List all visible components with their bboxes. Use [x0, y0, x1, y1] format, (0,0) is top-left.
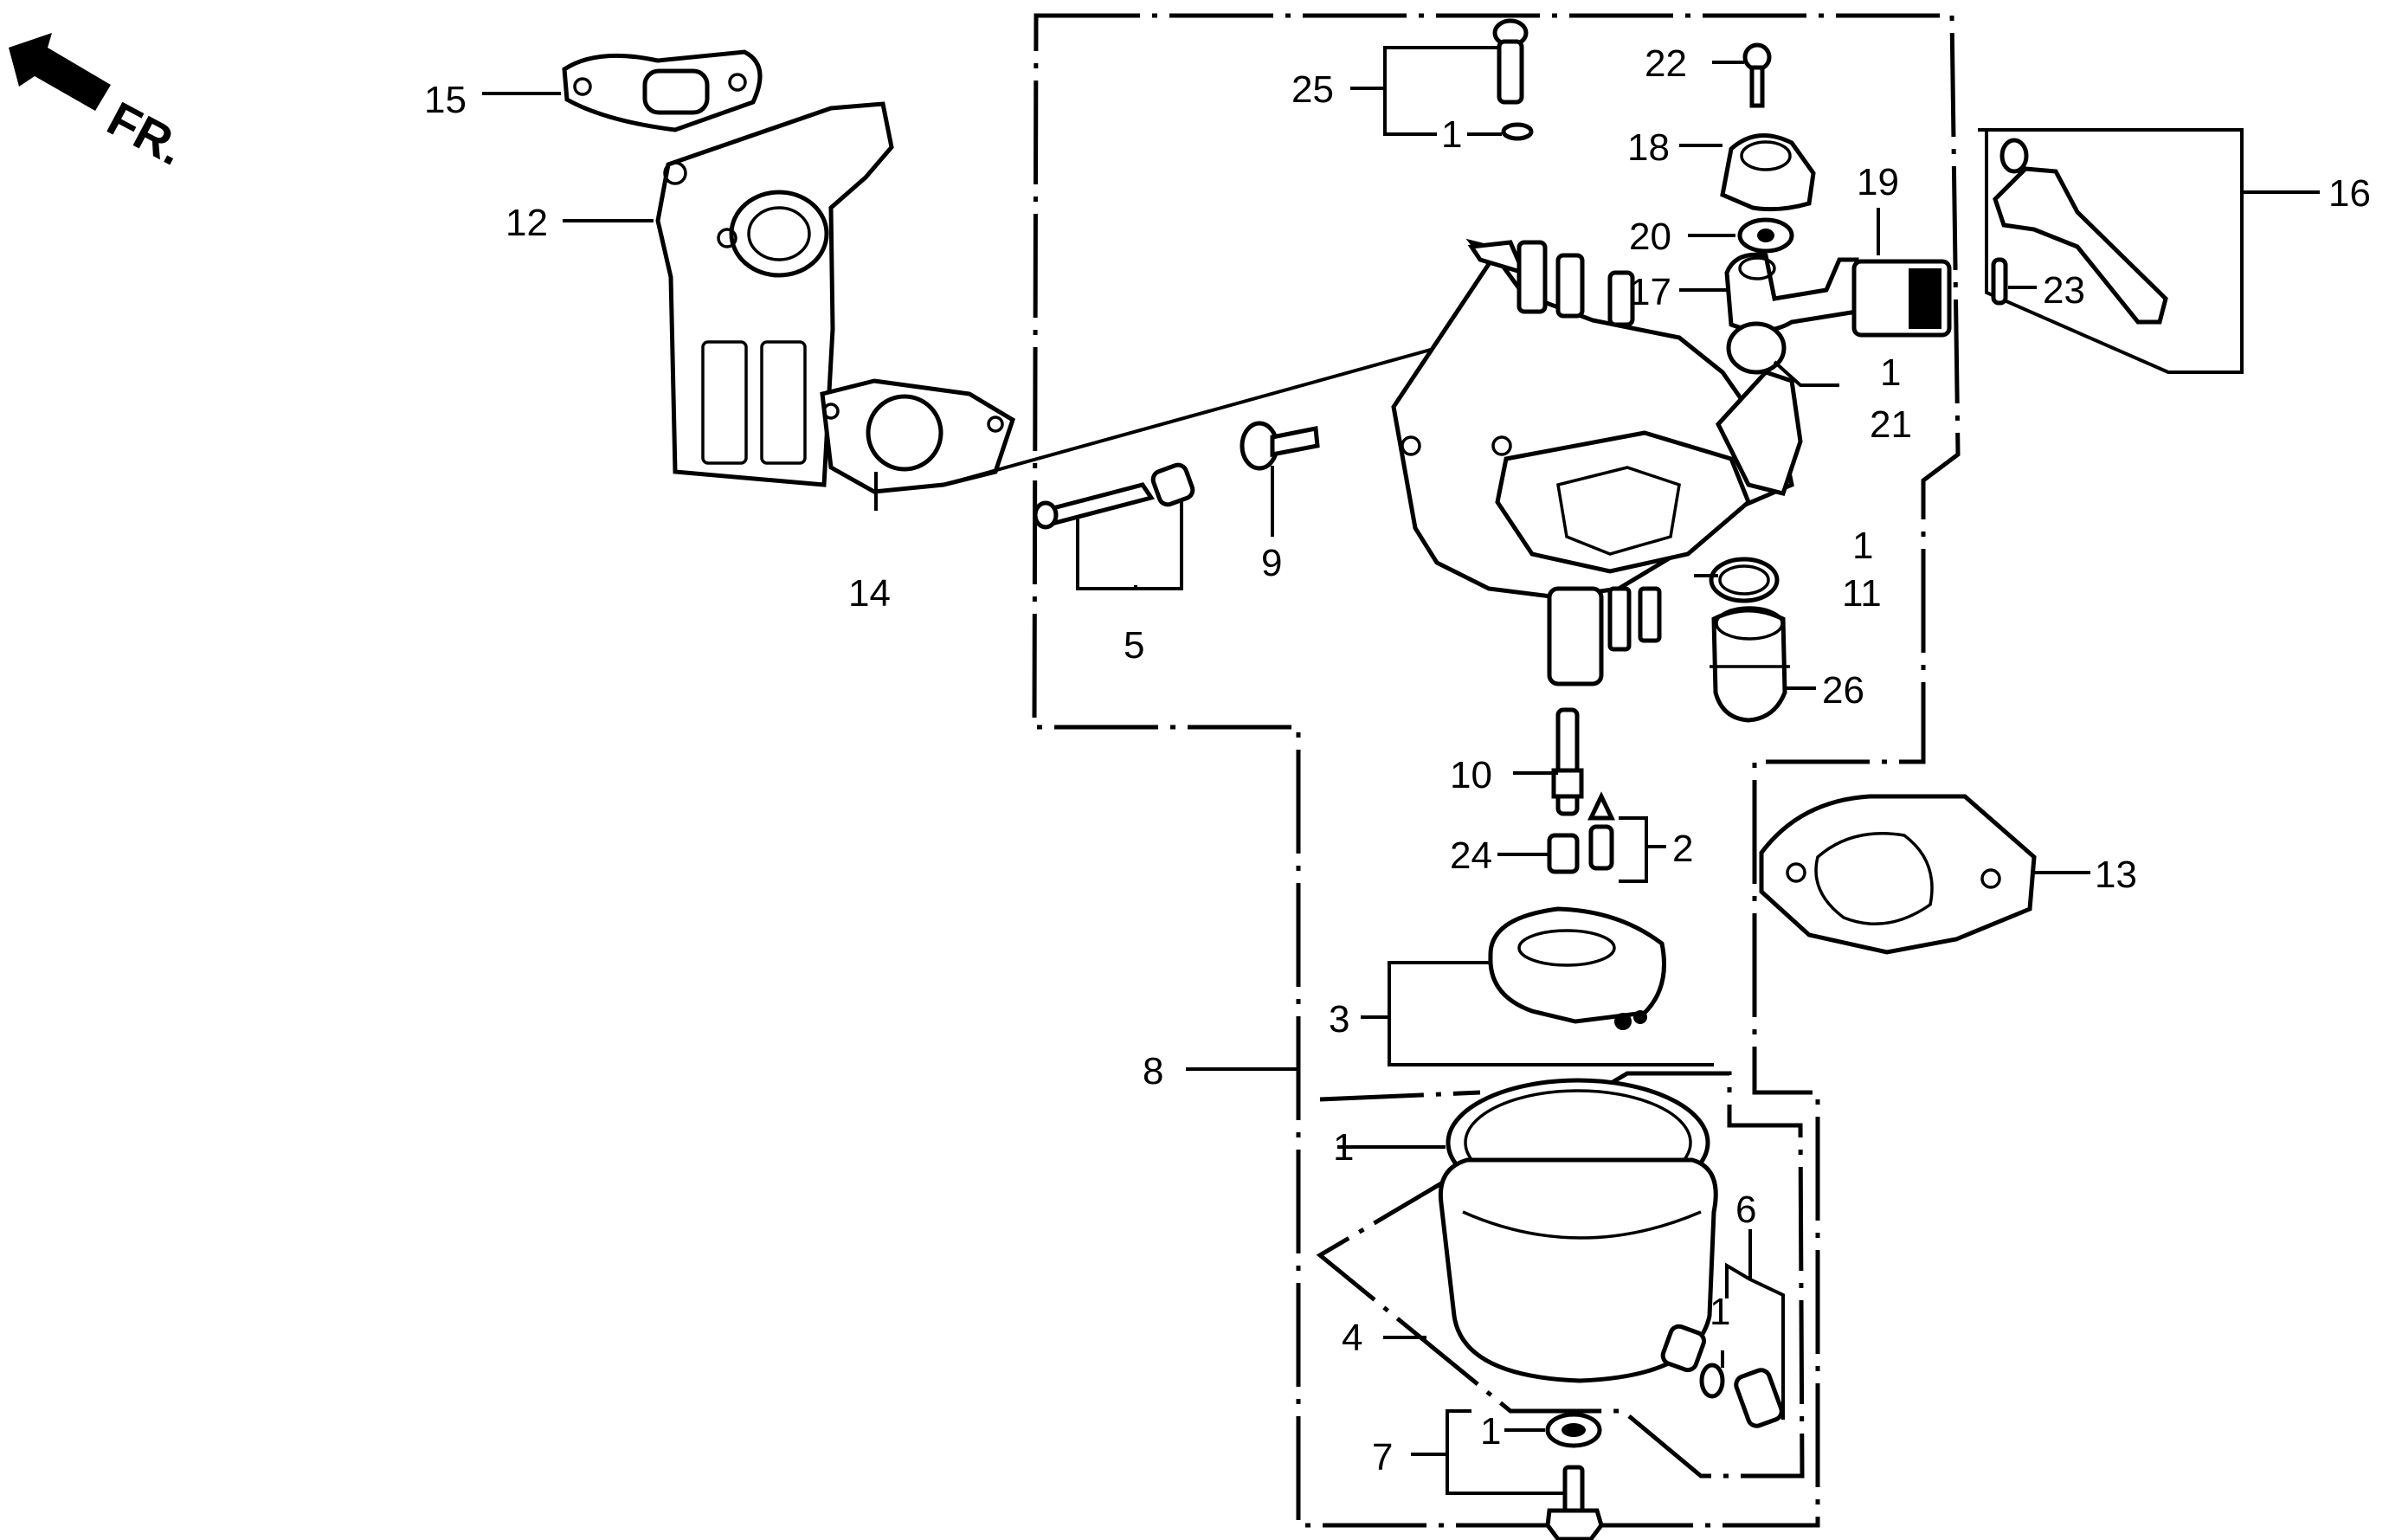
callout-1b: 1 — [1880, 351, 1901, 394]
callout-25: 25 — [1291, 68, 1334, 111]
part-insulator-gasket — [562, 49, 763, 132]
arrow-front-icon — [9, 33, 111, 111]
callout-24: 24 — [1450, 834, 1492, 877]
part-carburetor-gasket — [820, 378, 1016, 494]
callout-1c: 1 — [1852, 525, 1873, 567]
callout-13: 13 — [2095, 854, 2137, 896]
part-drain-bolt — [1492, 18, 1534, 141]
callout-5: 5 — [1124, 624, 1144, 667]
leader-lines — [482, 46, 2320, 1495]
assembly-8-boundary — [1032, 13, 1961, 1528]
callout-2: 2 — [1672, 828, 1693, 870]
callout-21: 21 — [1870, 403, 1912, 446]
part-choke-knob — [1851, 259, 1952, 338]
callout-1a: 1 — [1441, 113, 1462, 156]
callout-20: 20 — [1629, 216, 1671, 258]
gasket-alignment-line — [943, 346, 1438, 486]
callout-9: 9 — [1261, 542, 1282, 584]
part-throttle-stop-screw — [1033, 462, 1195, 530]
callout-7: 7 — [1372, 1436, 1393, 1479]
float-chamber-boundary — [1316, 1071, 1805, 1479]
callout-10: 10 — [1450, 754, 1492, 796]
part-screw — [1742, 42, 1772, 108]
callout-1e: 1 — [1710, 1291, 1730, 1333]
part-choke-lever — [1724, 252, 1859, 333]
part-main-nozzle — [1551, 707, 1584, 816]
callout-8: 8 — [1143, 1050, 1163, 1092]
callout-6: 6 — [1735, 1189, 1756, 1231]
callout-3: 3 — [1329, 998, 1349, 1041]
callout-14: 14 — [848, 572, 891, 615]
callout-18: 18 — [1627, 126, 1670, 169]
callout-16: 16 — [2328, 172, 2371, 215]
callout-26: 26 — [1822, 669, 1864, 712]
callout-1d: 1 — [1333, 1126, 1354, 1169]
part-pilot-screw — [1240, 421, 1320, 471]
part-choke-valve — [1726, 321, 1787, 375]
callout-23: 23 — [2043, 269, 2085, 312]
part-choke-cover — [1720, 133, 1816, 212]
callout-17: 17 — [1629, 271, 1671, 313]
throttle-lever-set-box — [1978, 128, 2244, 374]
callout-19: 19 — [1857, 161, 1899, 203]
part-main-jet — [1547, 833, 1580, 874]
callout-labels: 15 12 14 5 9 25 1 22 18 19 20 17 1 21 16… — [424, 42, 2371, 1479]
part-insulator-bracket — [655, 101, 894, 487]
callout-15: 15 — [424, 79, 467, 121]
part-float — [1488, 906, 1666, 1030]
part-throttle-lever — [1993, 138, 2168, 325]
front-direction-indicator: FR. — [9, 33, 194, 176]
fr-label: FR. — [99, 91, 193, 176]
part-carburetor-body — [1391, 238, 1803, 686]
callout-22: 22 — [1645, 42, 1687, 85]
part-air-cleaner-gasket — [1759, 794, 2037, 955]
part-float-valve — [1587, 791, 1615, 871]
part-float-chamber — [1438, 1078, 1718, 1383]
part-drain-screw — [1734, 1368, 1784, 1428]
callout-11: 11 — [1842, 572, 1882, 615]
part-pin — [1991, 257, 2008, 306]
part-air-cleaner-element — [1710, 606, 1790, 723]
part-bolt — [1545, 1465, 1604, 1540]
part-washer-1e — [1699, 1363, 1725, 1399]
callout-4: 4 — [1342, 1317, 1362, 1359]
callout-12: 12 — [505, 202, 548, 244]
callout-1f: 1 — [1480, 1410, 1501, 1453]
